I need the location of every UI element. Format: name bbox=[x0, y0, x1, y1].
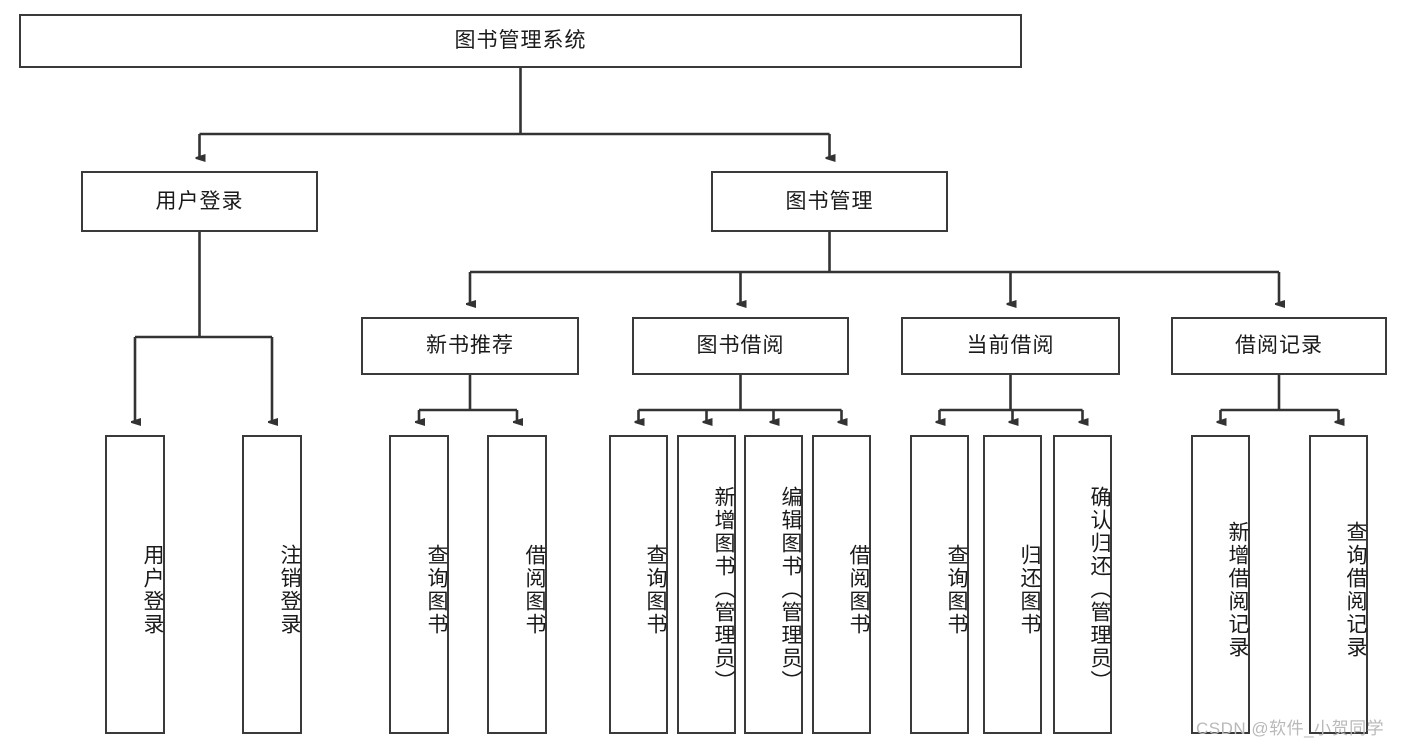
node-label: 确认归还（管理员） bbox=[1088, 486, 1111, 693]
node-leaf-query-book-borrow[interactable]: 查询图书 bbox=[609, 435, 668, 734]
node-label: 借阅记录 bbox=[1235, 334, 1323, 358]
node-label: 查询图书 bbox=[425, 543, 448, 636]
node-label: 借阅图书 bbox=[847, 543, 870, 636]
node-label: 归还图书 bbox=[1018, 543, 1041, 636]
node-book-management[interactable]: 图书管理 bbox=[711, 171, 948, 232]
node-label: 用户登录 bbox=[155, 189, 244, 213]
node-label: 查询图书 bbox=[945, 543, 968, 636]
node-label: 编辑图书（管理员） bbox=[779, 486, 802, 693]
node-label: 查询借阅记录 bbox=[1344, 520, 1367, 659]
node-leaf-query-book-recommend[interactable]: 查询图书 bbox=[389, 435, 449, 734]
node-book-borrow[interactable]: 图书借阅 bbox=[632, 317, 849, 375]
node-label: 注销登录 bbox=[278, 543, 301, 636]
node-new-book-recommend[interactable]: 新书推荐 bbox=[361, 317, 579, 375]
csdn-watermark: CSDN @软件_小贺同学 bbox=[1196, 719, 1385, 738]
node-leaf-return-book[interactable]: 归还图书 bbox=[983, 435, 1042, 734]
node-leaf-edit-book-admin[interactable]: 编辑图书（管理员） bbox=[744, 435, 803, 734]
node-user-login[interactable]: 用户登录 bbox=[81, 171, 318, 232]
node-leaf-borrow-book-recommend[interactable]: 借阅图书 bbox=[487, 435, 547, 734]
node-leaf-borrow-book[interactable]: 借阅图书 bbox=[812, 435, 871, 734]
node-root[interactable]: 图书管理系统 bbox=[19, 14, 1022, 68]
node-leaf-query-borrow-record[interactable]: 查询借阅记录 bbox=[1309, 435, 1368, 734]
node-leaf-add-book-admin[interactable]: 新增图书（管理员） bbox=[677, 435, 736, 734]
node-label: 新增借阅记录 bbox=[1226, 520, 1249, 659]
node-current-borrow[interactable]: 当前借阅 bbox=[901, 317, 1120, 375]
node-label: 新增图书（管理员） bbox=[712, 486, 735, 693]
node-label: 查询图书 bbox=[644, 543, 667, 636]
node-borrow-record[interactable]: 借阅记录 bbox=[1171, 317, 1387, 375]
node-label: 借阅图书 bbox=[523, 543, 546, 636]
node-leaf-query-book-current[interactable]: 查询图书 bbox=[910, 435, 969, 734]
node-label: 图书管理系统 bbox=[454, 29, 587, 53]
node-leaf-confirm-return-admin[interactable]: 确认归还（管理员） bbox=[1053, 435, 1112, 734]
node-label: 图书管理 bbox=[785, 189, 874, 213]
node-leaf-user-login[interactable]: 用户登录 bbox=[105, 435, 165, 734]
node-label: 图书借阅 bbox=[696, 334, 785, 358]
node-label: 新书推荐 bbox=[426, 334, 514, 358]
node-label: 当前借阅 bbox=[966, 334, 1055, 358]
node-leaf-logout-login[interactable]: 注销登录 bbox=[242, 435, 302, 734]
node-label: 用户登录 bbox=[141, 543, 164, 636]
node-leaf-add-borrow-record[interactable]: 新增借阅记录 bbox=[1191, 435, 1250, 734]
